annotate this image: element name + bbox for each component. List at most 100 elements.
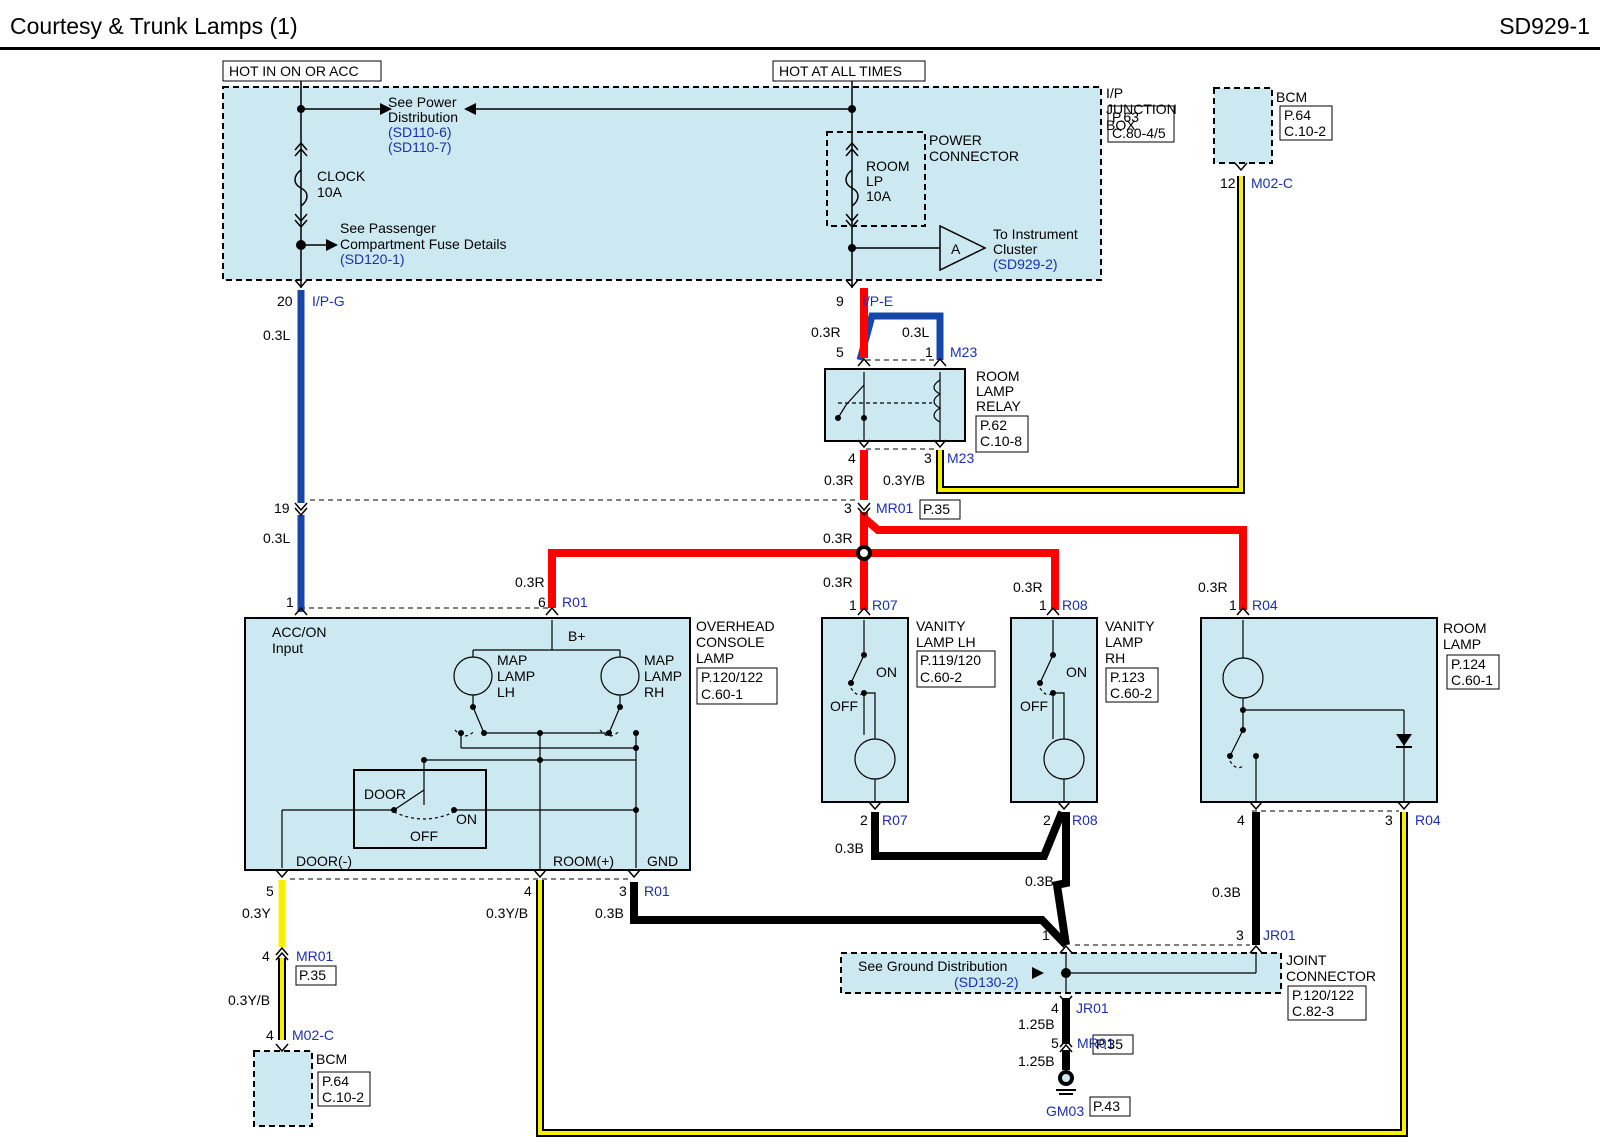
conn-ipg: I/P-G: [312, 293, 345, 309]
power-connector-box: [826, 131, 926, 227]
room-lamp-internals: [1222, 620, 1405, 802]
vanity-rh-name-1: VANITY: [1105, 618, 1155, 634]
relay-ref-2: C.10-8: [980, 433, 1022, 449]
vanity-rh-ref-2: C.60-2: [1110, 685, 1152, 701]
map-lh-2: LAMP: [497, 668, 535, 684]
pin-4-jc: 4: [1051, 1000, 1059, 1016]
room-lamp-relay-box: [824, 368, 966, 442]
pin-4-bcm: 4: [266, 1027, 274, 1043]
wire-03b-b: 0.3B: [1025, 873, 1054, 889]
pin-4-relay: 4: [848, 450, 856, 466]
conn-mr01-b: MR01: [296, 948, 334, 964]
room-lamp-name-1: ROOM: [1443, 620, 1487, 636]
clock-fuse-2: 10A: [317, 184, 343, 200]
door-minus: DOOR(-): [296, 853, 352, 869]
ip-box-name-2: JUNCTION: [1106, 101, 1177, 117]
vanity-lh-name-2: LAMP LH: [916, 634, 976, 650]
vanity-rh-name-3: RH: [1105, 650, 1125, 666]
power-connector-1: POWER: [929, 132, 982, 148]
vanity-lh-off: OFF: [830, 698, 858, 714]
pin-2-r08: 2: [1043, 812, 1051, 828]
wire-03l-b: 0.3L: [263, 530, 290, 546]
wire-03r-relay: 0.3R: [811, 324, 841, 340]
wire-125b-a: 1.25B: [1018, 1016, 1055, 1032]
page-title: Courtesy & Trunk Lamps (1): [10, 13, 298, 39]
hot-on-acc-label: HOT IN ON OR ACC: [229, 63, 359, 79]
wire-125b-b: 1.25B: [1018, 1053, 1055, 1069]
conn-jr01-a: JR01: [1263, 927, 1296, 943]
red-wires: [548, 288, 1247, 610]
conn-r01-b: R01: [644, 883, 670, 899]
see-power-2: Distribution: [388, 109, 458, 125]
pin-3-relay: 3: [924, 450, 932, 466]
wire-03yb-ovh: 0.3Y/B: [486, 905, 528, 921]
power-connector-2: CONNECTOR: [929, 148, 1019, 164]
ref-p35-c: P.35: [1096, 1036, 1123, 1052]
vanity-dots: [848, 652, 1056, 696]
ground-ref: P.43: [1093, 1098, 1120, 1114]
room-lamp-dots: [1227, 707, 1412, 759]
relay-internals: [837, 372, 942, 440]
room-fuse-3: 10A: [866, 188, 892, 204]
ovh-name-2: CONSOLE: [696, 634, 764, 650]
wire-03b-a: 0.3B: [835, 840, 864, 856]
pin-3-room: 3: [1385, 812, 1393, 828]
map-rh-3: RH: [644, 684, 664, 700]
ip-box-name-3: BOX: [1106, 117, 1136, 133]
door-switch-box: [353, 769, 487, 849]
b-plus: B+: [568, 628, 586, 644]
see-passenger-2: Compartment Fuse Details: [340, 236, 507, 252]
room-plus: ROOM(+): [553, 853, 614, 869]
wire-03r-r04: 0.3R: [1198, 579, 1228, 595]
pin-9: 9: [836, 293, 844, 309]
room-fuse-1: ROOM: [866, 158, 910, 174]
to-cluster-1: To Instrument: [993, 226, 1078, 242]
overhead-console-box: [244, 617, 691, 871]
pin-1-relay: 1: [925, 344, 933, 360]
conn-m23-b: M23: [947, 450, 974, 466]
conn-r07-b: R07: [882, 812, 908, 828]
pin-5-ovh: 5: [266, 883, 274, 899]
pin-1-r07: 1: [849, 597, 857, 613]
room-fuse-2: LP: [866, 173, 883, 189]
joint-dots: [1032, 967, 1071, 979]
wire-03r-ovh: 0.3R: [515, 574, 545, 590]
to-cluster-2: Cluster: [993, 241, 1038, 257]
pin-1-r04: 1: [1229, 597, 1237, 613]
vanity-lh-ref-1: P.119/120: [920, 652, 981, 668]
acc-on-1: ACC/ON: [272, 624, 326, 640]
relay-name-1: ROOM: [976, 368, 1020, 384]
see-passenger-1: See Passenger: [340, 220, 436, 236]
vanity-lh-ref-2: C.60-2: [920, 669, 962, 685]
ovh-ref-2: C.60-1: [701, 686, 743, 702]
gnd-label: GND: [647, 853, 678, 869]
ground-name: GM03: [1046, 1103, 1084, 1119]
conn-r01-a: R01: [562, 594, 588, 610]
see-ground: See Ground Distribution: [858, 958, 1007, 974]
overhead-dots: [391, 704, 639, 813]
vanity-lh-name-1: VANITY: [916, 618, 966, 634]
wire-03r-c: 0.3R: [823, 530, 853, 546]
bcm-bottom-box: [253, 1050, 313, 1127]
wire-03y: 0.3Y: [242, 905, 271, 921]
relay-ref-1: P.62: [980, 417, 1007, 433]
bcm-top-ref-1: P.64: [1284, 107, 1311, 123]
wire-03r-r07: 0.3R: [823, 574, 853, 590]
ovh-ref-1: P.120/122: [701, 669, 763, 685]
clock-fuse-1: CLOCK: [317, 168, 366, 184]
ip-box-name-1: I/P: [1106, 85, 1123, 101]
door-on: ON: [456, 811, 477, 827]
pin-1-acc: 1: [286, 594, 294, 610]
pin-5: 5: [836, 344, 844, 360]
conn-r07-a: R07: [872, 597, 898, 613]
map-rh-2: LAMP: [644, 668, 682, 684]
vanity-lh-on: ON: [876, 664, 897, 680]
relay-dots: [835, 415, 867, 421]
door-label: DOOR: [364, 786, 406, 802]
bcm-top-ref-2: C.10-2: [1284, 123, 1326, 139]
see-power-ref-1: (SD110-6): [388, 124, 452, 140]
see-passenger-ref: (SD120-1): [340, 251, 405, 267]
ip-box-ref-2: C.80-4/5: [1112, 125, 1166, 141]
ovh-name-3: LAMP: [696, 650, 734, 666]
conn-r08-a: R08: [1062, 597, 1088, 613]
